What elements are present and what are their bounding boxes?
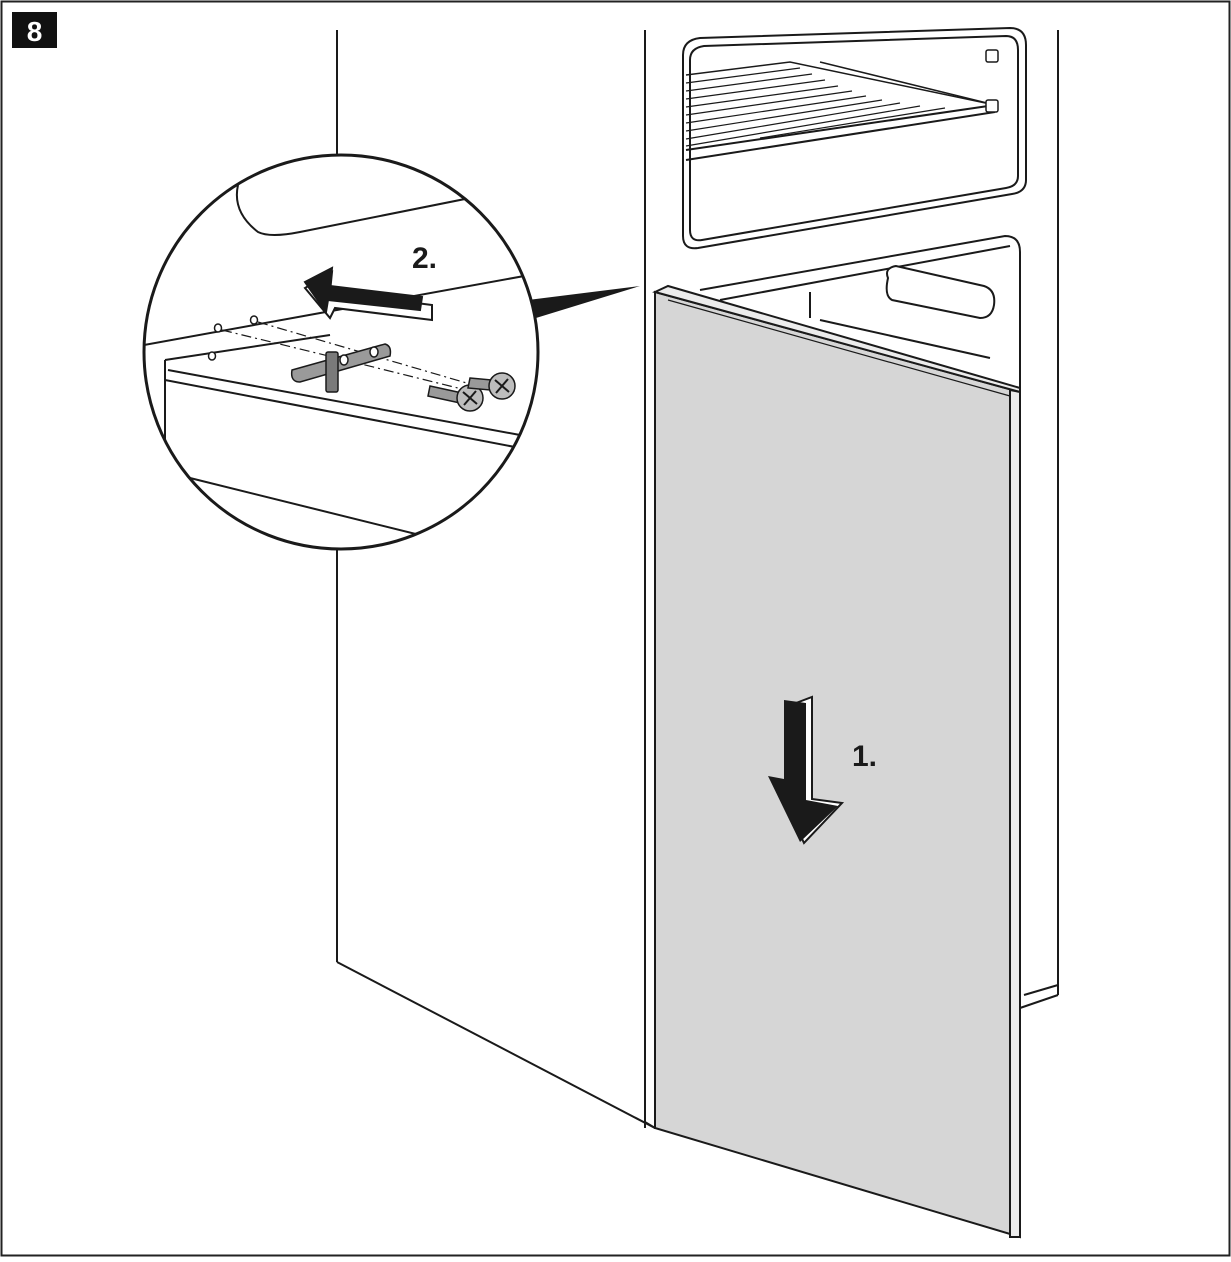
mounting-holes bbox=[207, 315, 259, 361]
left-arrow-icon bbox=[303, 266, 433, 322]
alignment-guide-lines bbox=[221, 321, 479, 394]
zoom-callout-pointer bbox=[528, 286, 640, 318]
furniture-door-panel bbox=[652, 284, 1021, 1239]
zoom-detail-circle bbox=[142, 153, 540, 551]
step-number: 8 bbox=[27, 16, 43, 47]
screw-icon bbox=[427, 372, 516, 412]
step-badge: 8 bbox=[12, 12, 57, 48]
step-1-label: 1. bbox=[852, 740, 877, 773]
hinge-bracket-icon bbox=[290, 343, 392, 393]
shelf-support-pins bbox=[985, 49, 999, 113]
wire-shelf bbox=[685, 61, 996, 161]
lower-shelf-handle bbox=[885, 264, 996, 320]
step-2-label: 2. bbox=[412, 242, 437, 275]
upper-compartment bbox=[682, 26, 1027, 250]
down-arrow-icon bbox=[768, 695, 845, 845]
zoom-circle-outline bbox=[142, 153, 540, 551]
refrigerator-body bbox=[644, 30, 1059, 1129]
lower-compartment bbox=[699, 234, 1021, 940]
